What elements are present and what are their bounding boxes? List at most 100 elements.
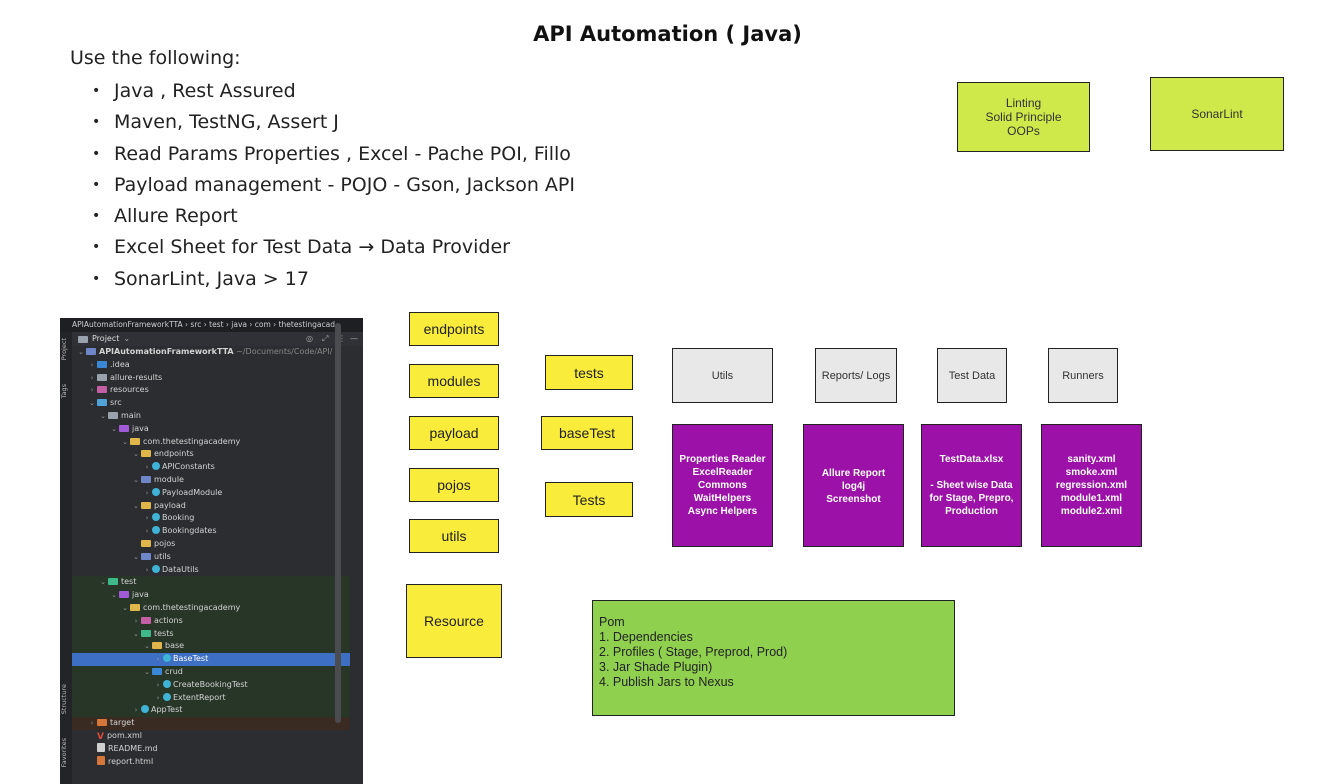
tests-secondary-box[interactable]: Tests — [545, 482, 633, 517]
chevron-down-icon[interactable]: ⌄ — [133, 450, 139, 459]
project-view-header[interactable]: Project⌄ ◎ ⤢ ⋮ — — [72, 332, 363, 346]
tree-item[interactable]: ›ExtentReport — [72, 691, 350, 705]
tree-item[interactable]: ›allure-results — [72, 372, 350, 385]
endpoints-box[interactable]: endpoints — [409, 312, 499, 346]
expand-icon[interactable]: ⤢ — [322, 334, 329, 343]
minimize-icon[interactable]: — — [350, 334, 358, 343]
tree-item[interactable]: README.md — [72, 742, 350, 756]
utils-category[interactable]: Utils — [672, 348, 773, 403]
linting-note[interactable]: Linting Solid Principle OOPs — [957, 82, 1090, 152]
tree-item[interactable]: ›Bookingdates — [72, 525, 350, 538]
chevron-right-icon[interactable]: › — [134, 706, 138, 715]
chevron-down-icon[interactable]: ⌄ — [111, 591, 117, 600]
tree-item[interactable]: ⌄payload — [72, 500, 350, 513]
tree-item[interactable]: pojos — [72, 538, 350, 551]
tree-item-label: .idea — [110, 359, 130, 369]
tree-item[interactable]: ›APIConstants — [72, 461, 350, 474]
tree-item[interactable]: ›CreateBookingTest — [72, 678, 350, 692]
chevron-down-icon[interactable]: ⌄ — [133, 552, 139, 561]
testdata-details[interactable]: TestData.xlsx - Sheet wise Data for Stag… — [921, 424, 1022, 547]
tree-item[interactable]: ›target — [72, 717, 350, 730]
chevron-right-icon[interactable]: › — [90, 386, 94, 395]
tree-item-label: src — [110, 398, 122, 408]
chevron-right-icon[interactable]: › — [90, 360, 94, 369]
folder-icon — [108, 578, 118, 586]
chevron-down-icon[interactable]: ⌄ — [144, 642, 150, 651]
pom-note[interactable]: Pom 1. Dependencies 2. Profiles ( Stage,… — [592, 600, 955, 716]
chevron-right-icon[interactable]: › — [156, 693, 160, 702]
chevron-right-icon[interactable]: › — [134, 616, 138, 625]
chevron-down-icon[interactable]: ⌄ — [122, 437, 128, 446]
chevron-down-icon[interactable]: ⌄ — [100, 412, 106, 420]
chevron-down-icon[interactable]: ⌄ — [133, 501, 139, 510]
runners-category[interactable]: Runners — [1048, 348, 1118, 403]
testdata-category[interactable]: Test Data — [937, 348, 1007, 403]
reports-category[interactable]: Reports/ Logs — [815, 348, 897, 403]
chevron-down-icon[interactable]: ⌄ — [123, 334, 131, 343]
chevron-right-icon[interactable]: › — [145, 463, 149, 472]
tree-item[interactable]: ⌄com.thetestingacademy — [72, 436, 350, 449]
tree-item[interactable]: ⌄main — [72, 410, 350, 423]
chevron-down-icon[interactable]: ⌄ — [100, 578, 106, 587]
chevron-right-icon[interactable]: › — [90, 719, 94, 728]
payload-box[interactable]: payload — [409, 416, 499, 450]
tree-item[interactable]: ⌄tests — [72, 627, 350, 641]
tree-item[interactable]: ⌄APIAutomationFrameworkTTA ~/Documents/C… — [72, 346, 350, 359]
runners-details[interactable]: sanity.xml smoke.xml regression.xml modu… — [1041, 424, 1142, 547]
chevron-right-icon[interactable]: › — [90, 373, 94, 382]
tests-box[interactable]: tests — [545, 355, 633, 390]
tree-item[interactable]: ›DataUtils — [72, 564, 350, 577]
tree-item[interactable]: ⌄utils — [72, 551, 350, 564]
chevron-down-icon[interactable]: ⌄ — [133, 629, 139, 638]
chevron-down-icon[interactable]: ⌄ — [89, 399, 95, 408]
chevron-right-icon[interactable]: › — [145, 565, 149, 574]
side-tab-tags[interactable]: Tags — [60, 384, 68, 399]
side-tab-project[interactable]: Project — [60, 338, 68, 361]
sonarlint-note[interactable]: SonarLint — [1150, 77, 1284, 151]
side-tab-favorites[interactable]: Favorites — [60, 738, 68, 768]
tree-item[interactable]: ›resources — [72, 384, 350, 397]
tree-item[interactable]: ⌄ src — [72, 397, 350, 410]
tree-item[interactable]: › PayloadModule — [72, 487, 350, 500]
reports-details[interactable]: Allure Report log4j Screenshot — [803, 424, 904, 547]
tree-item[interactable]: report.html — [72, 755, 350, 769]
chevron-down-icon[interactable]: ⌄ — [78, 348, 84, 356]
chevron-right-icon[interactable]: › — [145, 514, 149, 523]
side-tab-structure[interactable]: Structure — [60, 684, 68, 715]
chevron-right-icon[interactable]: › — [145, 488, 149, 497]
modules-box[interactable]: modules — [409, 364, 499, 398]
tree-item[interactable]: ⌄base — [72, 640, 350, 654]
chevron-right-icon[interactable]: › — [156, 680, 160, 689]
tree-item[interactable]: ⌄com.thetestingacademy — [72, 602, 350, 615]
tree-item-label: PayloadModule — [162, 487, 223, 497]
tree-item[interactable]: ›Booking — [72, 512, 350, 525]
tree-item[interactable]: ›AppTest — [72, 704, 350, 718]
tree-item[interactable]: ⌄java — [72, 423, 350, 436]
resource-box[interactable]: Resource — [406, 584, 502, 658]
tree-item[interactable]: ›BaseTest — [72, 653, 350, 666]
tree-item[interactable]: ⌄test — [72, 576, 350, 590]
tree-item[interactable]: ⌄java — [72, 589, 350, 602]
chevron-down-icon[interactable]: ⌄ — [111, 424, 117, 433]
pojos-box[interactable]: pojos — [409, 468, 499, 502]
chevron-down-icon[interactable]: ⌄ — [122, 604, 128, 612]
more-icon[interactable]: ⋮ — [338, 334, 346, 343]
basetest-box[interactable]: baseTest — [541, 416, 633, 450]
utils-details[interactable]: Properties Reader ExcelReader Commons Wa… — [672, 424, 773, 547]
tree-item[interactable]: ⌄crud — [72, 666, 350, 679]
chevron-down-icon[interactable]: ⌄ — [133, 476, 139, 484]
utils-box[interactable]: utils — [409, 519, 499, 553]
tree-item[interactable]: ›actions — [72, 614, 350, 628]
folder-icon — [97, 399, 107, 407]
tree-item[interactable]: ⌄endpoints — [72, 448, 350, 461]
tree-scrollbar[interactable] — [335, 323, 341, 723]
chevron-right-icon[interactable]: › — [156, 655, 160, 664]
chevron-down-icon[interactable]: ⌄ — [144, 668, 150, 676]
chevron-right-icon[interactable]: › — [145, 527, 149, 536]
target-icon[interactable]: ◎ — [306, 334, 313, 343]
tree-item[interactable]: ⌄module — [72, 474, 350, 487]
tree-item[interactable]: › .idea — [72, 359, 350, 372]
list-item: •SonarLint, Java > 17 — [92, 267, 309, 290]
folder-icon — [108, 412, 118, 419]
